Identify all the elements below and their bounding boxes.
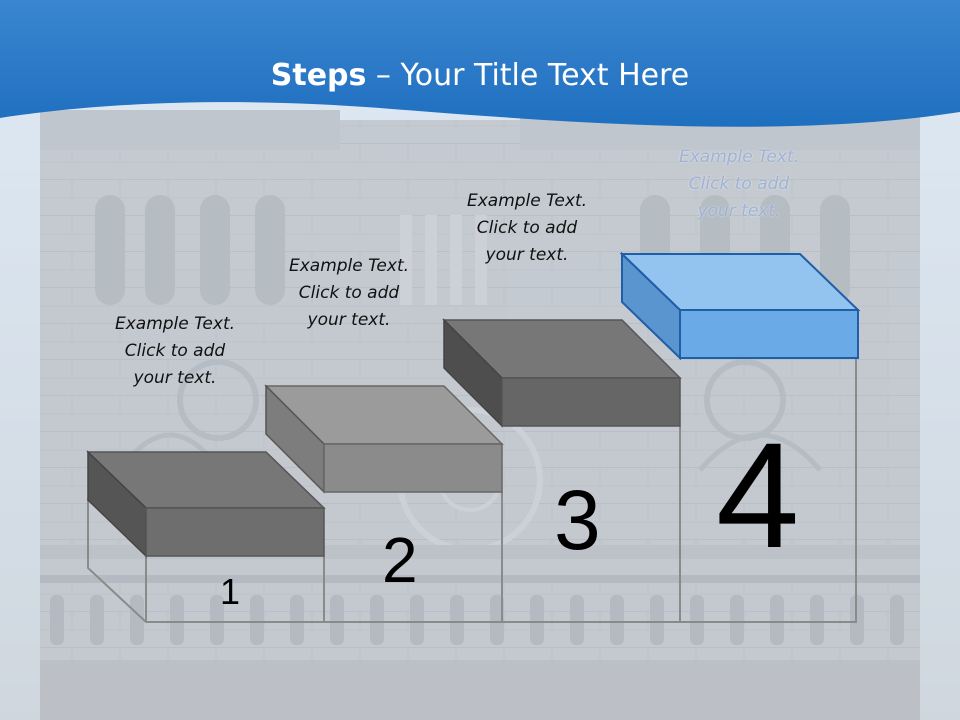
step-number-3: 3 [554, 473, 601, 567]
header-band [0, 0, 960, 127]
caption-line: Click to add [688, 174, 790, 194]
step-block-1 [86, 450, 326, 558]
step-number-4: 4 [716, 411, 800, 579]
caption-line: your text. [307, 310, 391, 330]
caption-line: Example Text. [114, 314, 236, 334]
step-number-1: 1 [220, 571, 241, 612]
step-frames [87, 356, 857, 623]
step-caption-2[interactable]: Example Text. Click to add your text. [264, 253, 434, 334]
caption-line: your text. [697, 201, 781, 221]
step-block-3 [442, 318, 682, 428]
slide-title[interactable]: Steps – Your Title Text Here [0, 54, 960, 98]
caption-line: your text. [133, 368, 217, 388]
caption-line: Example Text. [288, 256, 410, 276]
step-number-2: 2 [382, 524, 418, 596]
step-block-2 [264, 384, 504, 494]
step-caption-4[interactable]: Example Text. Click to add your text. [654, 144, 824, 225]
caption-line: your text. [485, 245, 569, 265]
title-bold: Steps [270, 58, 367, 93]
step-caption-3[interactable]: Example Text. Click to add your text. [442, 188, 612, 269]
step-caption-1[interactable]: Example Text. Click to add your text. [90, 311, 260, 392]
caption-line: Example Text. [678, 147, 800, 167]
caption-line: Click to add [476, 218, 578, 238]
caption-line: Click to add [124, 341, 226, 361]
caption-line: Click to add [298, 283, 400, 303]
caption-line: Example Text. [466, 191, 588, 211]
step-block-4 [619, 251, 861, 361]
title-rest: – Your Title Text Here [366, 58, 690, 93]
